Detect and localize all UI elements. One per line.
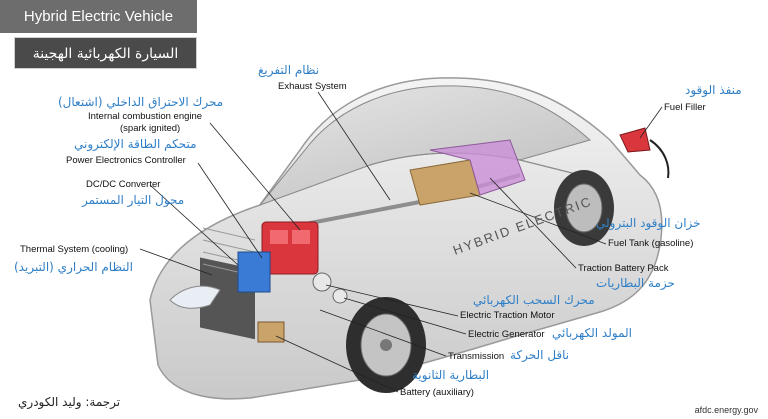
label-engine-en2: (spark ignited) [120, 123, 181, 134]
label-engine-en1: Internal combustion engine [88, 111, 203, 122]
translator-credit: ترجمة: وليد الكودري [18, 395, 121, 409]
label-fuel-filler-en: Fuel Filler [664, 102, 706, 113]
label-traction-battery-ar: حزمة البطاريات [596, 276, 675, 290]
label-dcdc-en: DC/DC Converter [86, 179, 161, 190]
front-wheel [346, 297, 426, 393]
label-transmission-en: Transmission [448, 351, 505, 362]
label-fuel-tank-ar: خزان الوقود البترولي [596, 216, 701, 230]
callout-lines [139, 91, 663, 393]
label-pec-ar: متحكم الطاقة الإلكتروني [74, 137, 197, 151]
label-generator-ar: المولد الكهربائي [552, 326, 633, 340]
title-arabic: السيارة الكهربائية الهجينة [14, 37, 197, 69]
label-fuel-filler-ar: منفذ الوقود [685, 83, 742, 97]
label-exhaust-ar: نظام التفريغ [258, 63, 320, 77]
label-fuel-tank-en: Fuel Tank (gasoline) [608, 238, 694, 249]
traction-motor [312, 272, 332, 292]
label-pec-en: Power Electronics Controller [66, 155, 186, 166]
rear-wheel [554, 170, 614, 246]
label-thermal-ar: النظام الحراري (التبريد) [14, 260, 133, 274]
label-exhaust-en: Exhaust System [278, 81, 347, 92]
engine [261, 221, 319, 275]
label-aux-battery-en: Battery (auxiliary) [400, 387, 474, 398]
label-transmission-ar: ناقل الحركة [510, 348, 570, 362]
generator [332, 288, 348, 304]
label-dcdc-ar: محول التيار المستمر [82, 193, 185, 207]
label-thermal-en: Thermal System (cooling) [20, 244, 129, 255]
label-traction-motor-ar: محرك السحب الكهربائي [473, 293, 595, 307]
label-traction-motor-en: Electric Traction Motor [460, 310, 555, 321]
label-aux-battery-ar: البطارية الثانوية [412, 368, 490, 382]
title-english: Hybrid Electric Vehicle [0, 0, 197, 33]
traction-battery-pack [429, 139, 526, 196]
inverter [237, 251, 271, 293]
label-generator-en: Electric Generator [468, 329, 545, 340]
source-link[interactable]: afdc.energy.gov [694, 405, 758, 415]
label-traction-battery-en: Traction Battery Pack [578, 263, 669, 274]
aux-battery [257, 321, 285, 343]
label-engine-ar: محرك الاحتراق الداخلي (اشتعال) [58, 95, 224, 109]
